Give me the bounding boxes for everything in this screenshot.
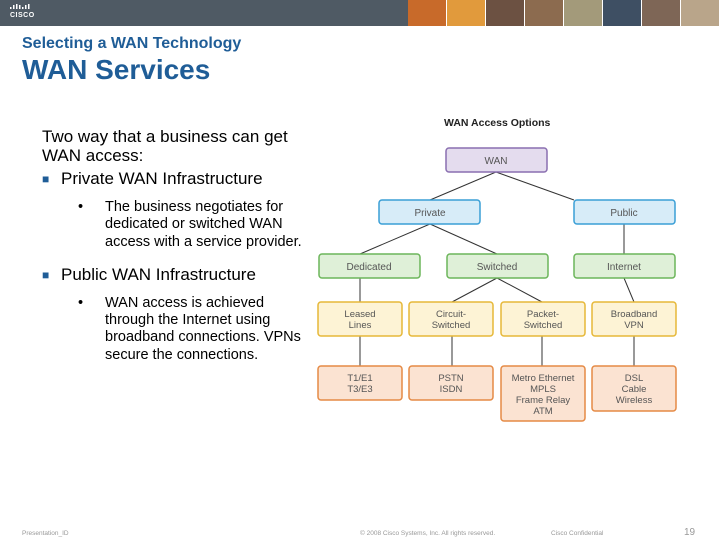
node-leased-lines: Leased Lines [317, 301, 403, 337]
section-title: Selecting a WAN Technology [22, 35, 242, 52]
diagram-connectors [359, 171, 635, 366]
node-label-line: Cable [622, 384, 647, 395]
node-label-line: Broadband [611, 309, 657, 320]
bullet-label: Private WAN Infrastructure [61, 169, 263, 188]
node-packet-switched: Packet- Switched [500, 301, 586, 337]
node-label-line: MPLS [530, 384, 556, 395]
photo-tile [564, 0, 603, 26]
node-t1-t3: T1/E1 T3/E3 [317, 365, 403, 401]
bullet-square-icon: ■ [42, 267, 50, 282]
sub-bullet-text: WAN access is achieved through the Inter… [105, 294, 301, 363]
wan-access-options-diagram: WAN Access Options WAN Private Public De… [317, 117, 677, 422]
photo-tile [681, 0, 720, 26]
node-dsl-cable-wireless: DSL Cable Wireless [591, 365, 677, 412]
footer-presentation-id: Presentation_ID [22, 530, 69, 537]
bullet-label: Public WAN Infrastructure [61, 264, 256, 284]
photo-tile [408, 0, 447, 26]
node-dedicated: Dedicated [318, 253, 421, 279]
diagram-title: WAN Access Options [444, 117, 551, 129]
node-label: Public [610, 208, 637, 219]
node-label-line: ISDN [440, 384, 463, 395]
node-label-line: T1/E1 [347, 373, 372, 384]
node-label-line: Circuit- [436, 309, 466, 320]
photo-tile [486, 0, 525, 26]
node-label: Private [414, 208, 446, 219]
node-label-line: Metro Ethernet [512, 373, 575, 384]
sub-bullet-public-wan: • WAN access is achieved through the Int… [78, 294, 305, 364]
node-label-line: Packet- [527, 309, 559, 320]
photo-tile [525, 0, 564, 26]
sub-bullet-text: The business negotiates for dedicated or… [105, 199, 302, 250]
node-broadband-vpn: Broadband VPN [591, 301, 677, 337]
intro-text: Two way that a business can get WAN acce… [42, 127, 288, 165]
node-pstn-isdn: PSTN ISDN [408, 365, 494, 401]
node-label-line: ATM [533, 406, 552, 417]
node-switched: Switched [446, 253, 549, 279]
node-label: Dedicated [346, 262, 391, 273]
node-private: Private [378, 199, 481, 225]
footer-confidential: Cisco Confidential [551, 530, 604, 537]
node-label-line: PSTN [438, 373, 463, 384]
node-label-line: Switched [432, 320, 471, 331]
node-label-line: DSL [625, 373, 643, 384]
node-internet: Internet [573, 253, 676, 279]
photo-tile [603, 0, 642, 26]
bullet-square-icon: ■ [42, 172, 50, 186]
node-label-line: Frame Relay [516, 395, 571, 406]
node-label-line: VPN [624, 320, 644, 331]
node-label-line: Leased [344, 309, 375, 320]
sub-bullet-private-wan: • The business negotiates for dedicated … [78, 199, 305, 251]
bullet-public-wan: ■ Public WAN Infrastructure [42, 265, 312, 285]
bullet-dot-icon: • [78, 199, 84, 215]
node-metro-ethernet-mpls: Metro Ethernet MPLS Frame Relay ATM [500, 365, 586, 422]
node-label-line: T3/E3 [347, 384, 372, 395]
node-circuit-switched: Circuit- Switched [408, 301, 494, 337]
node-label-line: Wireless [616, 395, 653, 406]
node-public: Public [573, 199, 676, 225]
people-photo-strip [408, 0, 720, 26]
bullet-dot-icon: • [78, 294, 84, 311]
bullet-private-wan: ■ Private WAN Infrastructure [42, 169, 312, 189]
page-number: 19 [684, 527, 696, 538]
photo-tile [642, 0, 681, 26]
photo-tile [447, 0, 486, 26]
cisco-logo-bars-icon [10, 4, 30, 9]
slide-content: Two way that a business can get WAN acce… [42, 127, 312, 364]
slide-title: WAN Services [22, 54, 211, 85]
node-wan: WAN [445, 147, 548, 173]
node-label-line: Switched [524, 320, 563, 331]
node-label-line: Lines [349, 320, 372, 331]
node-label: Switched [477, 262, 518, 273]
footer-copyright: © 2008 Cisco Systems, Inc. All rights re… [360, 530, 496, 537]
node-label: WAN [485, 156, 508, 167]
top-banner: CISCO [0, 0, 720, 26]
cisco-logo: CISCO [10, 12, 35, 19]
node-label: Internet [607, 262, 641, 273]
